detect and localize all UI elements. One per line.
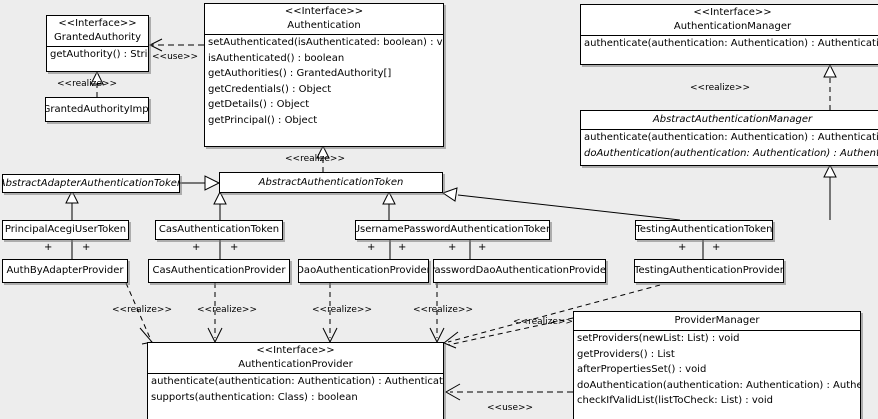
class-name-label: PrincipalAcegiUserToken bbox=[4, 224, 127, 235]
class-box-testing-authentication-token[interactable]: TestingAuthenticationToken bbox=[635, 220, 773, 240]
class-header-authentication-provider: <<Interface>> AuthenticationProvider bbox=[148, 343, 443, 373]
edge-label-realize-abstract-authentication-manager: <<realize>> bbox=[690, 83, 750, 93]
multiplicity-marker: + bbox=[678, 242, 687, 253]
class-header-abstract-authentication-manager: AbstractAuthenticationManager bbox=[581, 111, 878, 129]
class-box-abstract-authentication-token[interactable]: AbstractAuthenticationToken bbox=[219, 172, 443, 193]
method-item: getAuthorities() : GrantedAuthority[] bbox=[208, 68, 392, 79]
class-name-label: CasAuthenticationProvider bbox=[152, 265, 286, 276]
class-name-label: Authentication bbox=[287, 20, 361, 31]
class-box-principal-acegi-user-token[interactable]: PrincipalAcegiUserToken bbox=[2, 220, 129, 240]
class-box-username-password-authentication-token[interactable]: UsernamePasswordAuthenticationToken bbox=[355, 220, 550, 240]
stereotype-label: <<Interface>> bbox=[58, 18, 137, 29]
class-name-label: AuthByAdapterProvider bbox=[6, 265, 124, 276]
class-name-label: AbstractAdapterAuthenticationToken bbox=[3, 177, 179, 189]
edge-label-realize-dao-authentication-provider: <<realize>> bbox=[312, 305, 372, 315]
edge-label-realize-granted-authority-impl: <<realize>> bbox=[57, 79, 117, 89]
class-box-provider-manager[interactable]: ProviderManager setProviders(newList: Li… bbox=[573, 311, 861, 419]
class-box-abstract-adapter-authentication-token[interactable]: AbstractAdapterAuthenticationToken bbox=[2, 174, 180, 193]
multiplicity-marker: + bbox=[192, 242, 201, 253]
edge-label-realize-provider-manager: <<realize>> bbox=[513, 317, 573, 327]
method-item: authenticate(authentication: Authenticat… bbox=[584, 132, 878, 143]
class-box-granted-authority[interactable]: <<Interface>> GrantedAuthority getAuthor… bbox=[46, 15, 149, 72]
method-compartment: authenticate(authentication: Authenticat… bbox=[581, 35, 878, 52]
class-name-label: AbstractAuthenticationManager bbox=[652, 114, 813, 125]
class-box-testing-authentication-provider[interactable]: TestingAuthenticationProvider bbox=[634, 259, 784, 283]
edge-label-realize-password-dao-authentication-provider: <<realize>> bbox=[413, 305, 473, 315]
class-name-label: ProviderManager bbox=[674, 315, 760, 326]
class-header-authentication: <<Interface>> Authentication bbox=[205, 4, 443, 34]
method-item: authenticate(authentication: Authenticat… bbox=[151, 376, 443, 387]
class-box-abstract-authentication-manager[interactable]: AbstractAuthenticationManager authentica… bbox=[580, 110, 878, 166]
method-item: doAuthentication(authentication: Authent… bbox=[577, 379, 860, 391]
multiplicity-marker: + bbox=[712, 242, 721, 253]
method-item: supports(authentication: Class) : boolea… bbox=[151, 391, 358, 403]
stereotype-label: <<Interface>> bbox=[693, 7, 772, 18]
method-compartment: authenticate(authentication: Authenticat… bbox=[148, 373, 443, 405]
class-box-auth-by-adapter-provider[interactable]: AuthByAdapterProvider bbox=[2, 259, 128, 283]
class-name-label: DaoAuthenticationProvider bbox=[299, 265, 428, 276]
class-name-label: AbstractAuthenticationToken bbox=[258, 176, 404, 188]
class-header-provider-manager: ProviderManager bbox=[574, 312, 860, 330]
class-name-label: CasAuthenticationToken bbox=[158, 224, 280, 235]
multiplicity-marker: + bbox=[398, 242, 407, 253]
class-box-cas-authentication-provider[interactable]: CasAuthenticationProvider bbox=[148, 259, 290, 283]
class-name-label: GrantedAuthorityImpl bbox=[46, 103, 148, 115]
method-compartment: getAuthority() : String bbox=[47, 46, 148, 63]
multiplicity-marker: + bbox=[44, 242, 53, 253]
class-box-cas-authentication-token[interactable]: CasAuthenticationToken bbox=[155, 220, 283, 240]
method-compartment: setAuthenticated(isAuthenticated: boolea… bbox=[205, 34, 443, 128]
class-name-label: TestingAuthenticationProvider bbox=[635, 265, 783, 276]
multiplicity-marker: + bbox=[478, 242, 487, 253]
class-box-authentication[interactable]: <<Interface>> Authentication setAuthenti… bbox=[204, 3, 444, 147]
method-item: getCredentials() : Object bbox=[208, 83, 332, 95]
method-item: getProviders() : List bbox=[577, 348, 675, 360]
method-item: doAuthentication(authentication: Authent… bbox=[584, 147, 878, 159]
class-name-label: PasswordDaoAuthenticationProvider bbox=[434, 265, 605, 276]
class-box-dao-authentication-provider[interactable]: DaoAuthenticationProvider bbox=[298, 259, 429, 283]
method-item: isAuthenticated() : boolean bbox=[208, 52, 345, 64]
class-header-granted-authority: <<Interface>> GrantedAuthority bbox=[47, 16, 148, 46]
edge-label-realize-abstract-authentication-token: <<realize>> bbox=[285, 154, 345, 164]
class-name-label: UsernamePasswordAuthenticationToken bbox=[356, 224, 549, 235]
method-item: checkIfValidList(listToCheck: List) : vo… bbox=[577, 395, 774, 406]
edge-label-use-provider-manager: <<use>> bbox=[487, 403, 534, 413]
multiplicity-marker: + bbox=[367, 242, 376, 253]
method-item: setAuthenticated(isAuthenticated: boolea… bbox=[208, 37, 443, 48]
edge-label-use-granted-authority: <<use>> bbox=[152, 52, 199, 62]
method-item: getDetails() : Object bbox=[208, 99, 310, 110]
stereotype-label: <<Interface>> bbox=[284, 6, 364, 17]
method-item: afterPropertiesSet() : void bbox=[577, 364, 707, 375]
method-item: setProviders(newList: List) : void bbox=[577, 333, 740, 344]
edge-label-realize-cas-authentication-provider: <<realize>> bbox=[197, 305, 257, 315]
class-box-authentication-provider[interactable]: <<Interface>> AuthenticationProvider aut… bbox=[147, 342, 444, 419]
method-item: getPrincipal() : Object bbox=[208, 114, 318, 126]
method-compartment: setProviders(newList: List) : void getPr… bbox=[574, 330, 860, 409]
edge-label-realize-auth-by-adapter-provider: <<realize>> bbox=[112, 305, 172, 315]
multiplicity-marker: + bbox=[82, 242, 91, 253]
class-box-granted-authority-impl[interactable]: GrantedAuthorityImpl bbox=[45, 97, 149, 122]
class-name-label: TestingAuthenticationToken bbox=[636, 224, 772, 235]
method-item: authenticate(authentication: Authenticat… bbox=[584, 38, 878, 49]
class-name-label: AuthenticationProvider bbox=[238, 359, 353, 370]
class-box-password-dao-authentication-provider[interactable]: PasswordDaoAuthenticationProvider bbox=[433, 259, 606, 283]
multiplicity-marker: + bbox=[448, 242, 457, 253]
stereotype-label: <<Interface>> bbox=[256, 345, 335, 356]
class-name-label: GrantedAuthority bbox=[53, 32, 142, 43]
method-item: getAuthority() : String bbox=[50, 49, 148, 60]
multiplicity-marker: + bbox=[230, 242, 239, 253]
class-box-authentication-manager[interactable]: <<Interface>> AuthenticationManager auth… bbox=[580, 4, 878, 65]
class-name-label: AuthenticationManager bbox=[673, 21, 792, 32]
class-header-authentication-manager: <<Interface>> AuthenticationManager bbox=[581, 5, 878, 35]
method-compartment: authenticate(authentication: Authenticat… bbox=[581, 129, 878, 161]
